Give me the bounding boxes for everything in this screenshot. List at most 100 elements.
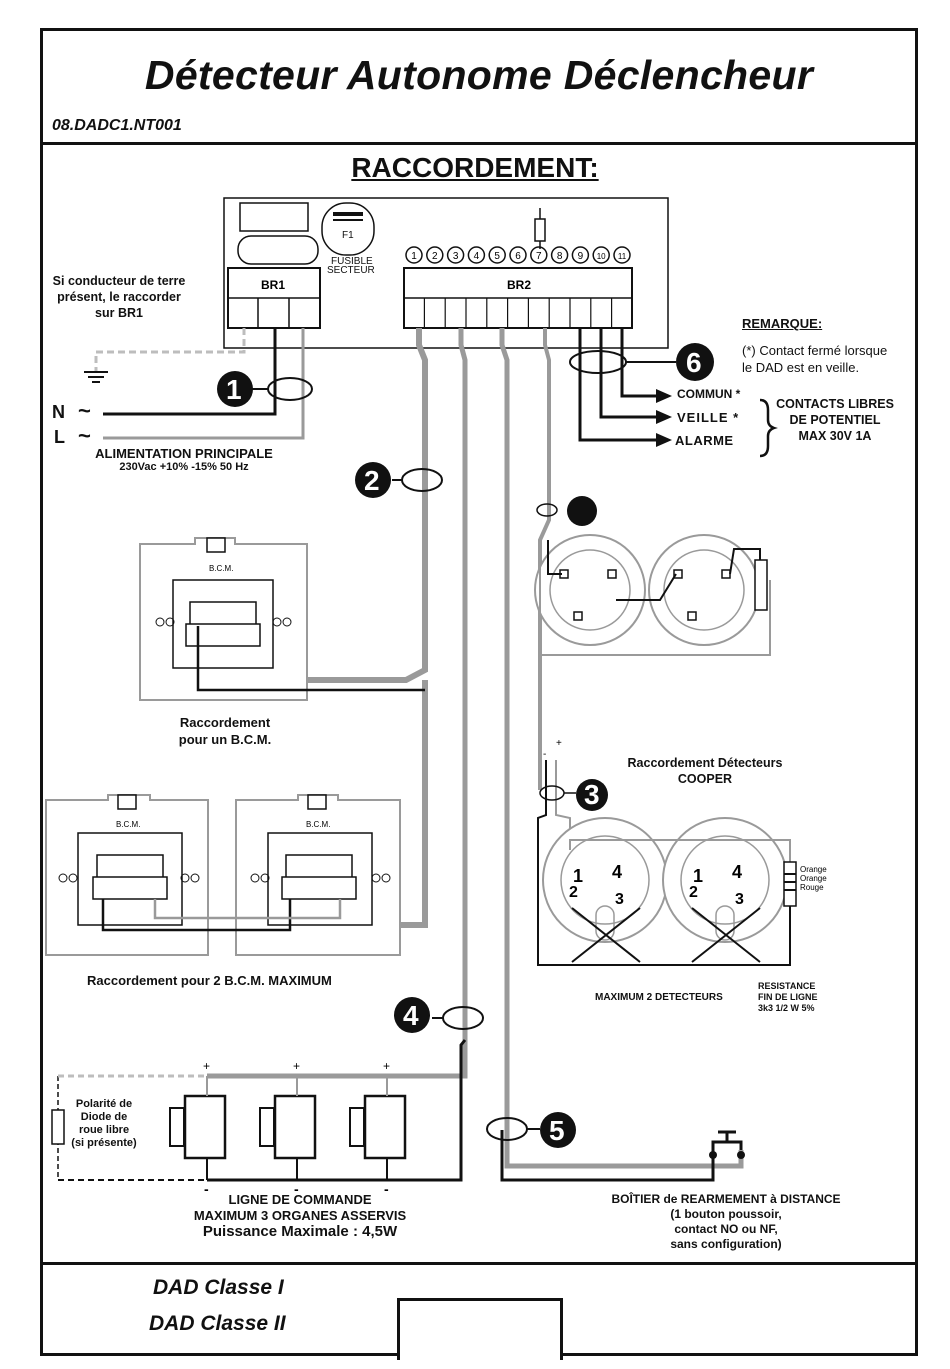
cooper-t4-left: 4 <box>612 862 622 882</box>
fuse-caption-2: SECTEUR <box>327 265 375 276</box>
control-line-power: Puissance Maximale : 4,5W <box>202 1223 398 1240</box>
br2-terminal-9 <box>571 246 590 264</box>
cooper-color-1: Orange <box>800 865 827 874</box>
resistor-icon <box>534 218 546 242</box>
br2-terminal-label: 8 <box>557 251 563 262</box>
fuse-holder <box>321 202 375 256</box>
line-label: L <box>54 427 65 447</box>
fuse-caption-1: FUSIBLE <box>331 256 373 267</box>
cooper-polarity-minus: - <box>543 749 546 760</box>
cooper-title-1: Raccordement Détecteurs <box>627 756 783 770</box>
marker-4-label: 4 <box>403 1000 419 1031</box>
br2-terminal-label: 11 <box>618 252 627 261</box>
remark-title: REMARQUE: <box>742 316 823 331</box>
bcm-double-label-2: B.C.M. <box>306 820 330 829</box>
bcm-single-caption-2: pour un B.C.M. <box>178 732 272 747</box>
marker-5-label: 5 <box>549 1115 565 1146</box>
power-caption: ALIMENTATION PRINCIPALE 230Vac +10% -15%… <box>84 446 284 473</box>
marker-1-label: 1 <box>226 374 242 405</box>
neutral-label: N <box>52 402 65 422</box>
class-1-label: DAD Classe I <box>153 1276 284 1299</box>
reset-box-line4: sans configuration) <box>670 1237 782 1251</box>
cooper-color-3: Rouge <box>800 883 824 892</box>
page-title: Détecteur Autonome Déclencheur <box>144 52 814 98</box>
class-2-label: DAD Classe II <box>149 1312 286 1335</box>
cooper-t2-right: 2 <box>689 884 698 901</box>
bcm-single <box>139 537 308 701</box>
module-component <box>237 235 319 265</box>
cooper-resistor-3: 3k3 1/2 W 5% <box>758 1003 815 1013</box>
minus-2: - <box>294 1181 299 1197</box>
br2-terminal-label: 9 <box>578 251 584 262</box>
diode-note-2: Diode de <box>80 1111 128 1123</box>
cooper-polarity-plus: + <box>556 738 562 749</box>
br2-terminal-label: 4 <box>474 251 480 262</box>
br2-terminal-11 <box>613 246 631 264</box>
br2-terminal-label: 7 <box>536 251 542 262</box>
cooper-t3-left: 3 <box>615 891 624 908</box>
marker-6-label: 6 <box>686 347 702 378</box>
earth-note-line2: présent, le raccorder <box>57 290 181 304</box>
cable-gland-6 <box>569 350 627 374</box>
br2-terminal-label: 6 <box>515 251 521 262</box>
diode-note: Polarité de Diode de roue libre (si prés… <box>64 1098 144 1150</box>
contacts-note-line3: MAX 30V 1A <box>798 429 872 443</box>
br2-terminal-1 <box>405 246 423 264</box>
earth-note-line1: Si conducteur de terre <box>52 274 186 288</box>
minus-1: - <box>204 1181 209 1197</box>
cooper-title-2: COOPER <box>677 772 733 786</box>
conventional-detector-bases <box>534 534 760 646</box>
cooper-resistor: RESISTANCE FIN DE LIGNE 3k3 1/2 W 5% <box>758 981 818 1014</box>
diode-icon <box>51 1109 65 1145</box>
document-reference: 08.DADC1.NT001 <box>52 117 182 134</box>
contacts-note-line2: DE POTENTIEL <box>789 413 881 427</box>
diode-note-3: roue libre <box>78 1124 130 1136</box>
marker-blank <box>567 496 597 526</box>
minus-3: - <box>384 1181 389 1197</box>
br2-label: BR2 <box>507 278 531 292</box>
bcm-single-label: B.C.M. <box>209 564 233 573</box>
control-line-title-1: LIGNE DE COMMANDE <box>228 1192 372 1207</box>
plus-3: + <box>383 1059 390 1073</box>
contact-alarme: ALARME <box>675 433 734 448</box>
cooper-t2-left: 2 <box>569 884 578 901</box>
br2-terminal-label: 3 <box>453 251 459 262</box>
cooper-resistor-1: RESISTANCE <box>758 981 816 991</box>
br2-terminal-10 <box>592 246 610 264</box>
control-line-title-2: MAXIMUM 3 ORGANES ASSERVIS <box>193 1208 407 1223</box>
module-component <box>239 202 309 232</box>
bcm-double <box>45 794 401 956</box>
br2-terminal-label: 1 <box>411 251 417 262</box>
marker-3 <box>576 779 608 811</box>
remark-text: (*) Contact fermé lorsque le DAD est en … <box>742 342 887 376</box>
marker-3-label: 3 <box>584 779 600 810</box>
cooper-t1-left: 1 <box>573 866 583 886</box>
cooper-t1-right: 1 <box>693 866 703 886</box>
br2-terminal-7 <box>530 246 548 264</box>
br1-label: BR1 <box>261 278 285 292</box>
marker-6 <box>676 343 714 381</box>
br2-terminal-label: 2 <box>432 251 438 262</box>
cooper-t3-right: 3 <box>735 891 744 908</box>
reset-box-line2: (1 bouton poussoir, <box>670 1207 782 1221</box>
bcm-single-caption: Raccordement pour un B.C.M. <box>150 714 300 748</box>
cooper-title: Raccordement Détecteurs COOPER <box>590 755 820 787</box>
bcm-single-caption-1: Raccordement <box>179 715 271 730</box>
br2-terminal-5 <box>488 246 506 264</box>
br2-terminal-8 <box>550 246 569 264</box>
cooper-t4-right: 4 <box>732 862 742 882</box>
contacts-note: CONTACTS LIBRES DE POTENTIEL MAX 30V 1A <box>770 396 900 444</box>
power-spec: 230Vac +10% -15% 50 Hz <box>119 461 249 473</box>
fuse-label: F1 <box>342 230 354 241</box>
cooper-resistor-2: FIN DE LIGNE <box>758 992 818 1002</box>
contacts-note-line1: CONTACTS LIBRES <box>776 397 894 411</box>
reset-box-line1: BOÎTIER de REARMEMENT à DISTANCE <box>611 1192 841 1206</box>
header-divider <box>40 142 918 145</box>
br2-terminal-4 <box>467 246 486 264</box>
marker-2-label: 2 <box>364 465 380 496</box>
marker-1 <box>217 371 253 407</box>
contact-veille: VEILLE * <box>677 410 740 425</box>
cooper-resistor-icon <box>783 861 797 907</box>
control-line-caption: LIGNE DE COMMANDE MAXIMUM 3 ORGANES ASSE… <box>150 1192 450 1240</box>
